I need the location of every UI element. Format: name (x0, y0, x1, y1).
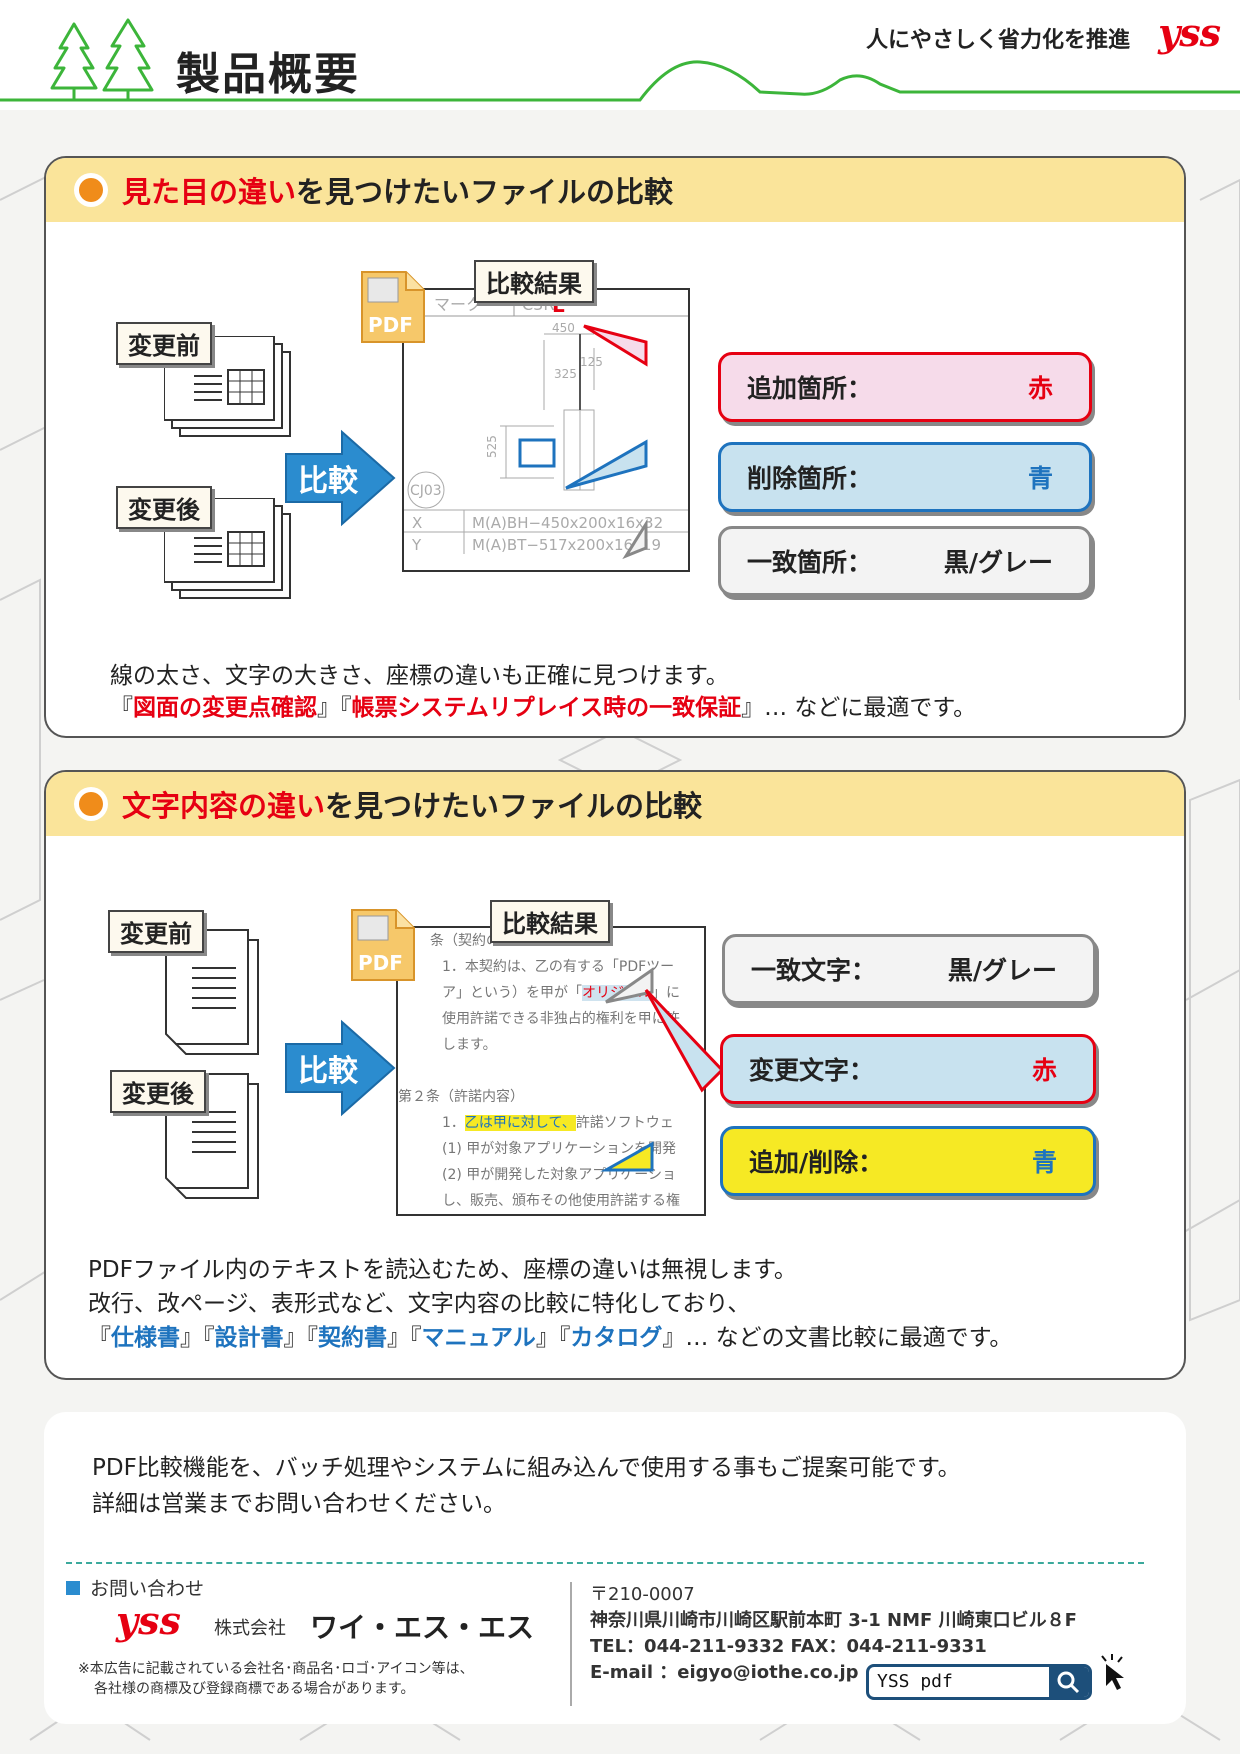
pdf-file-icon: PDF (351, 909, 415, 981)
contact-card: PDF比較機能を、バッチ処理やシステムに組み込んで使用する事もご提案可能です。 … (44, 1412, 1186, 1724)
contact-inquiry-line: 詳細は営業までお問い合わせください。 (92, 1491, 506, 1517)
callout-value: 黒/グレー (943, 548, 1053, 577)
dim-525: 525 (485, 435, 499, 458)
cursor-click-icon (1101, 1654, 1124, 1690)
doc-line: します。 (442, 1037, 497, 1053)
callout-value: 黒/グレー (947, 956, 1057, 985)
callout-added-deleted: 追加/削除： 青 (720, 1126, 1096, 1196)
visual-compare-card: 見た目の違いを見つけたいファイルの比較 変更前 変更後 比較 マーク C3R L (44, 156, 1186, 738)
before-label: 変更前 (108, 910, 204, 953)
drawing-circle-label: CJ03 (410, 483, 442, 499)
doc-line: 1．本契約は、乙の有する「PDFツー (442, 959, 675, 975)
postal-code: 〒210-0007 (590, 1584, 695, 1605)
callout-label: 追加/削除： (749, 1148, 884, 1177)
text-description-2: 改行、改ページ、表形式など、文字内容の比較に特化しており、 (88, 1291, 751, 1317)
doc-line-added: 1．乙は甲に対して、許諾ソフトウェ (442, 1115, 674, 1131)
bullet-dot-icon (74, 787, 108, 821)
compare-arrow-label: 比較 (298, 1054, 358, 1089)
doc-line: し、販売、頒布その他使用許諾する権 (442, 1193, 680, 1209)
callout-value: 赤 (1027, 374, 1053, 403)
company-name: ワイ・エス・エス (310, 1611, 535, 1644)
callout-deleted: 削除箇所： 青 (718, 442, 1092, 512)
dim-125: 125 (580, 355, 603, 369)
dim-325: 325 (554, 367, 577, 381)
before-label: 変更前 (116, 322, 212, 365)
contact-divider (66, 1562, 1144, 1564)
tree-icon (50, 18, 154, 100)
after-label: 変更後 (110, 1070, 206, 1113)
email[interactable]: E-mail ：eigyo@iothe.co.jp (590, 1662, 859, 1683)
pdf-icon-text: PDF (368, 313, 413, 337)
pdf-file-icon: PDF (361, 271, 425, 343)
card-header: 見た目の違いを見つけたいファイルの比較 (46, 158, 1184, 222)
callout-label: 一致箇所： (747, 548, 873, 577)
drawing-spec-y: M(A)BT−517x200x16x19 (472, 536, 661, 554)
page-header: 製品概要 人にやさしく省力化を推進 yss (0, 0, 1240, 110)
before-document-icon (164, 336, 291, 437)
drawing-spec-x: M(A)BH−450x200x16x32 (472, 514, 663, 532)
callout-value: 青 (1027, 464, 1053, 493)
callout-changed-text: 変更文字： 赤 (720, 1034, 1096, 1104)
compare-arrow-label: 比較 (298, 464, 358, 499)
result-label: 比較結果 (474, 260, 594, 303)
doc-line: 第２条（許諾内容） (398, 1089, 524, 1105)
callout-value: 赤 (1031, 1056, 1057, 1085)
compare-arrow-icon (285, 1019, 396, 1117)
after-label: 変更後 (116, 486, 212, 529)
before-text-document-icon (165, 929, 259, 1055)
added-text: 乙は甲に対して、 (464, 1115, 576, 1131)
after-document-icon (164, 498, 291, 599)
compare-arrow-icon (285, 429, 396, 527)
tel-fax: TEL：044-211-9332 FAX：044-211-9331 (590, 1636, 987, 1657)
contact-vertical-divider (570, 1582, 572, 1706)
search-box[interactable]: YSS pdf (866, 1664, 1092, 1700)
callout-added: 追加箇所： 赤 (718, 352, 1092, 422)
card-title: 文字内容の違いを見つけたいファイルの比較 (122, 789, 703, 823)
text-description-1: PDFファイル内のテキストを読込むため、座標の違いは無視します。 (88, 1257, 797, 1283)
trademark-note-2: 各社様の商標及び登録商標である場合があります。 (94, 1681, 415, 1697)
address: 神奈川県川崎市川崎区駅前本町 3-1 NMF 川崎東口ビル８F (590, 1610, 1077, 1631)
result-label: 比較結果 (490, 900, 610, 943)
visual-description-2: 『図面の変更点確認』『帳票システムリプレイス時の一致保証』… などに最適です。 (110, 695, 977, 721)
search-button[interactable] (1049, 1667, 1089, 1697)
search-icon (1057, 1671, 1080, 1694)
inquiry-heading: お問い合わせ (66, 1574, 204, 1601)
callout-value: 青 (1031, 1148, 1057, 1177)
bullet-dot-icon (74, 173, 108, 207)
callout-label: 追加箇所： (747, 374, 873, 403)
callout-connectors (600, 967, 725, 1172)
callout-label: 削除箇所： (747, 464, 873, 493)
callout-matched-text: 一致文字： 黒/グレー (722, 934, 1096, 1004)
callout-label: 変更文字： (749, 1056, 875, 1085)
visual-description-1: 線の太さ、文字の大きさ、座標の違いも正確に見つけます。 (110, 663, 729, 689)
search-input[interactable]: YSS pdf (877, 1671, 953, 1692)
header-slogan: 人にやさしく省力化を推進 (865, 28, 1130, 53)
pdf-icon-text: PDF (358, 951, 403, 975)
brand-logo: yss (1158, 10, 1221, 55)
doc-line: (1) 甲が対象アプリケーションを開発 (442, 1141, 677, 1157)
doc-line: 使用許諾できる非独占的権利を甲に許 (442, 1011, 680, 1027)
drawing-row-x: X (412, 514, 422, 532)
square-bullet-icon (66, 1580, 80, 1595)
text-description-3: 『仕様書』『設計書』『契約書』『マニュアル』『カタログ』… などの文書比較に最適… (88, 1325, 1013, 1351)
drawing-row-y: Y (411, 536, 422, 554)
callout-matched: 一致箇所： 黒/グレー (718, 526, 1092, 596)
contact-proposal-line: PDF比較機能を、バッチ処理やシステムに組み込んで使用する事もご提案可能です。 (92, 1455, 961, 1481)
page-title: 製品概要 (176, 49, 360, 100)
dim-450: 450 (552, 321, 575, 335)
company-logo: yss (116, 1598, 181, 1643)
company-prefix: 株式会社 (214, 1618, 286, 1639)
card-header: 文字内容の違いを見つけたいファイルの比較 (46, 772, 1184, 836)
trademark-note-1: ※本広告に記載されている会社名･商品名･ロゴ･アイコン等は、 (78, 1661, 474, 1677)
card-title: 見た目の違いを見つけたいファイルの比較 (122, 175, 674, 209)
header-hill-line (0, 60, 1240, 102)
callout-connectors (565, 324, 648, 560)
drawing-mark-label: マーク (434, 295, 482, 314)
callout-label: 一致文字： (751, 956, 877, 985)
text-compare-card: 文字内容の違いを見つけたいファイルの比較 変更前 変更後 比較 条（契約の目的）… (44, 770, 1186, 1380)
